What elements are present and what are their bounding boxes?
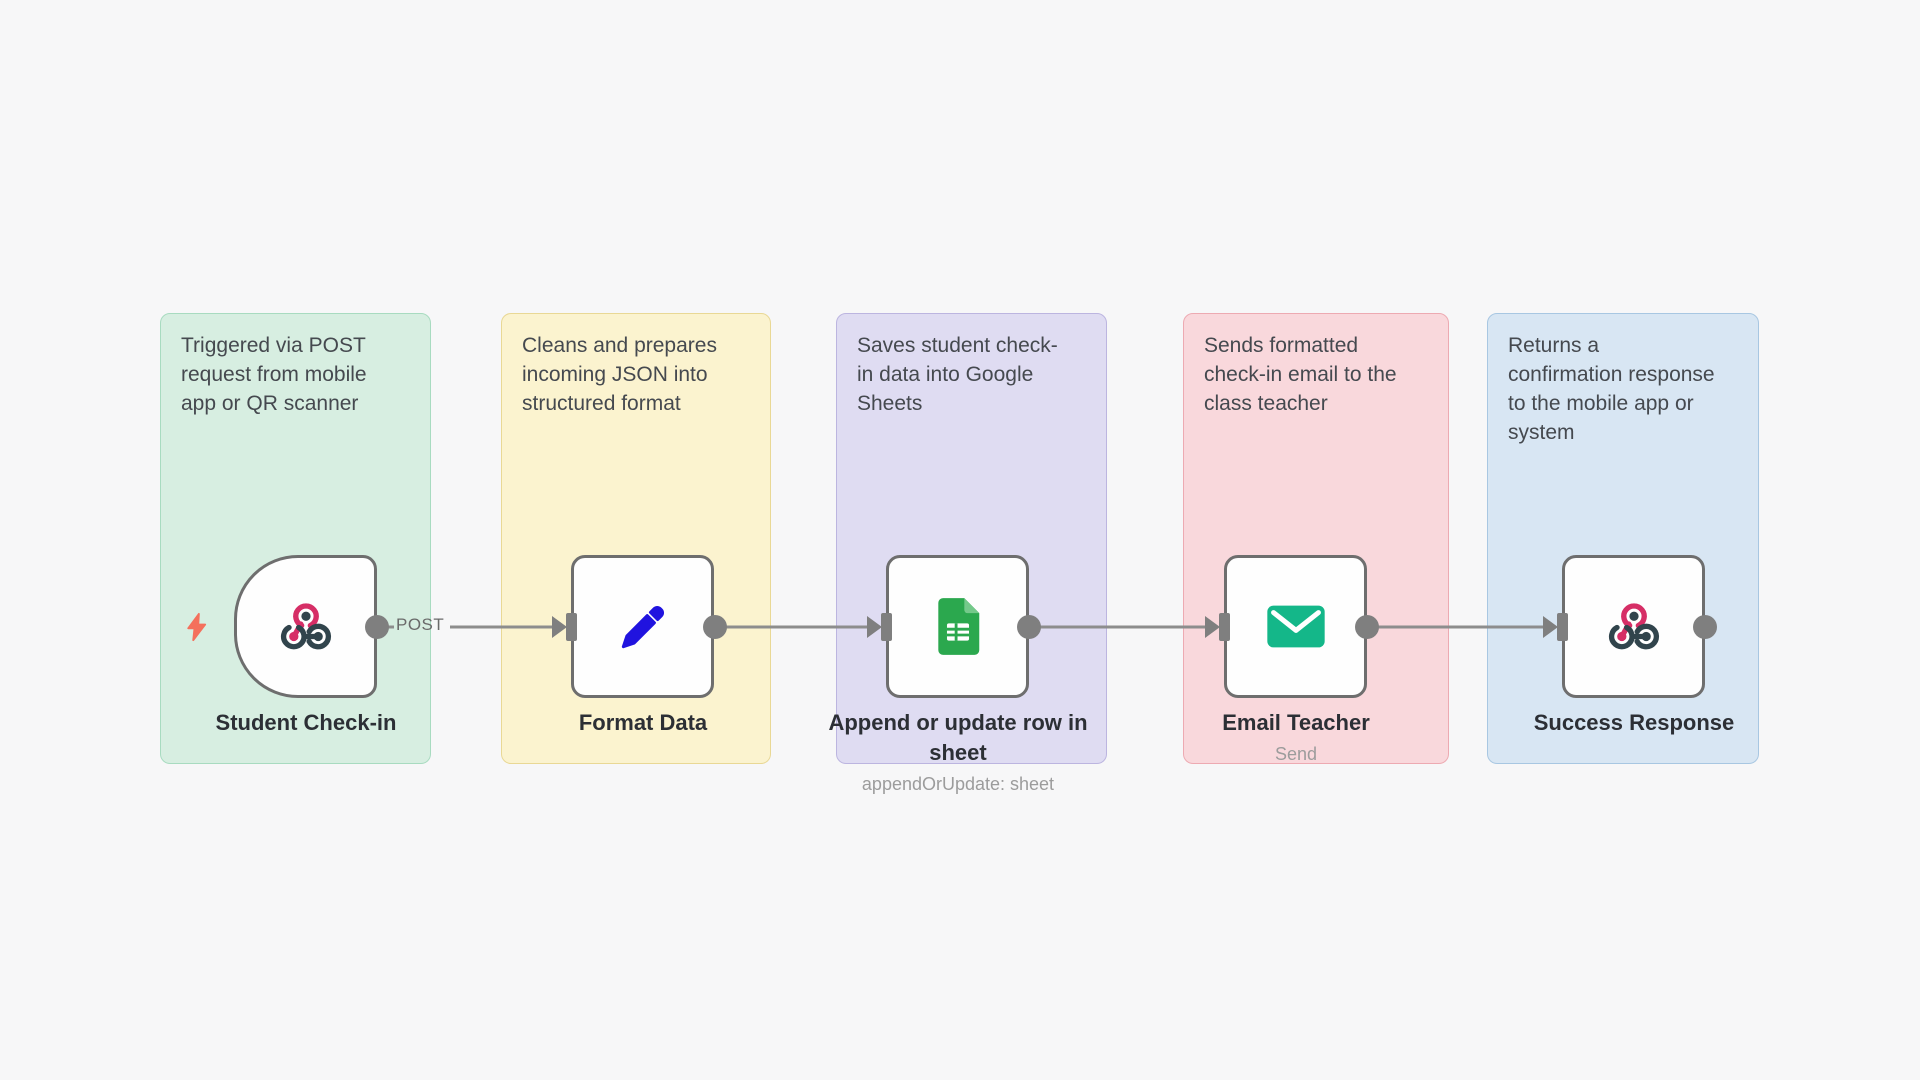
connection-method-label: POST	[396, 615, 445, 634]
webhook-icon	[280, 602, 331, 649]
sticky-note-text: Cleans and prepares incoming JSON into s…	[522, 334, 717, 415]
node-title: Email Teacher	[1222, 710, 1370, 735]
node-append-or-update-row[interactable]	[886, 555, 1029, 698]
google-sheets-icon	[937, 598, 979, 655]
node-subtitle: appendOrUpdate: sheet	[861, 774, 1055, 794]
sticky-note-text: Returns a confirmation response to the m…	[1508, 334, 1715, 444]
trigger-bolt-icon	[187, 612, 207, 642]
node-title: Format Data	[578, 710, 708, 735]
node-title: Append or update row in sheet	[828, 710, 1088, 765]
webhook-icon	[1608, 602, 1659, 649]
node-title: Student Check-in	[215, 710, 397, 735]
email-icon	[1266, 605, 1325, 648]
node-subtitle: Send	[1274, 744, 1318, 764]
node-success-response[interactable]	[1562, 555, 1705, 698]
node-format-data[interactable]	[571, 555, 714, 698]
sticky-note-text: Saves student check-in data into Google …	[857, 334, 1058, 415]
node-student-check-in[interactable]	[234, 555, 377, 698]
node-email-teacher[interactable]	[1224, 555, 1367, 698]
pencil-icon	[621, 605, 664, 648]
node-title: Success Response	[1533, 710, 1735, 735]
sticky-note-text: Sends formatted check-in email to the cl…	[1204, 334, 1397, 415]
sticky-note-text: Triggered via POST request from mobile a…	[181, 334, 367, 415]
